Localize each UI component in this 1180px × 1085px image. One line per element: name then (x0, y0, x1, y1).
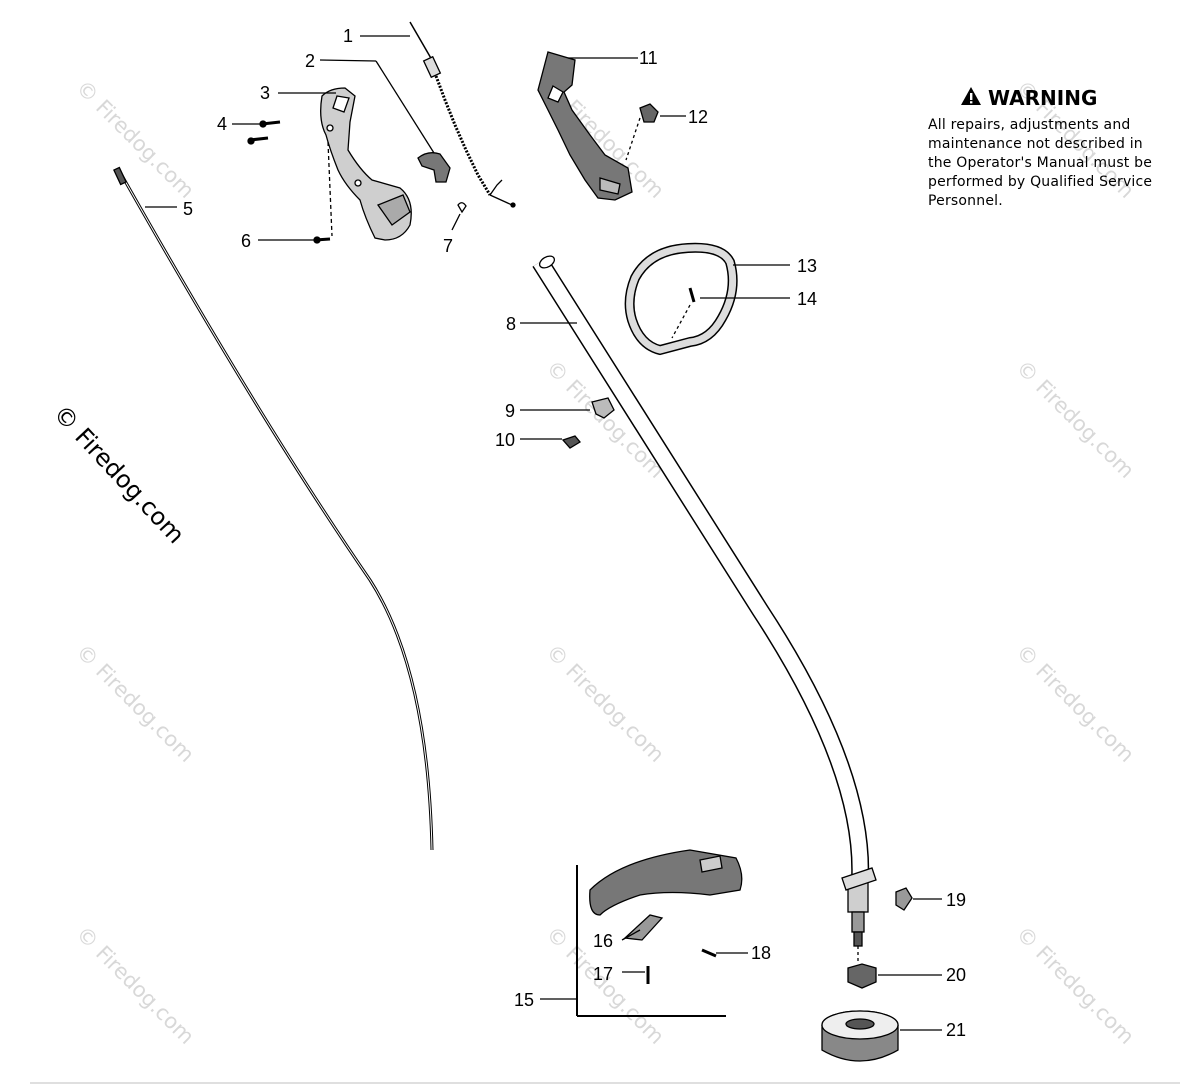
warning-line: maintenance not described in (928, 136, 1143, 152)
callout-9: 9 (505, 401, 516, 421)
callout-14: 14 (797, 289, 818, 309)
callout-18: 18 (751, 943, 772, 963)
callout-7: 7 (443, 236, 454, 256)
part-trigger (375, 60, 451, 183)
warning-heading: WARNING (960, 86, 1178, 110)
callout-8: 8 (506, 314, 517, 334)
part-trimmer-head (821, 1010, 942, 1062)
warning-box: WARNING All repairs, adjustments and mai… (928, 86, 1178, 211)
warning-line: All repairs, adjustments and (928, 117, 1131, 133)
part-guard-kit (540, 849, 743, 1017)
part-drive-shaft (113, 166, 434, 851)
part-handle-cover (537, 51, 638, 201)
callout-17: 17 (593, 964, 614, 984)
part-throttle-cable (409, 21, 516, 208)
part-clamp-19 (895, 887, 942, 911)
part-nut-20 (847, 963, 942, 989)
callout-19: 19 (946, 890, 967, 910)
callout-15: 15 (514, 990, 535, 1010)
part-handle-housing (278, 87, 412, 241)
callout-2: 2 (305, 51, 316, 71)
part-shaft-end (841, 867, 877, 962)
callout-13: 13 (797, 256, 818, 276)
warning-title: WARNING (988, 86, 1098, 110)
warning-icon (960, 86, 982, 110)
callout-21: 21 (946, 1020, 967, 1040)
part-clip-7 (451, 202, 467, 231)
callout-5: 5 (183, 199, 194, 219)
part-screw-6 (258, 141, 333, 244)
part-assist-handle (624, 242, 790, 356)
callout-10: 10 (495, 430, 516, 450)
part-bolt-18 (701, 948, 748, 958)
part-clamp-9 (520, 397, 615, 419)
callout-3: 3 (260, 83, 271, 103)
callout-11: 11 (639, 48, 658, 68)
warning-line: performed by Qualified Service (928, 174, 1153, 190)
part-nut-12 (625, 103, 686, 161)
part-screws-4 (232, 120, 281, 145)
part-screw-10 (520, 435, 581, 449)
callout-20: 20 (946, 965, 967, 985)
callout-6: 6 (241, 231, 252, 251)
part-line-cutter (621, 914, 664, 941)
warning-line: Personnel. (928, 193, 1003, 209)
warning-text: All repairs, adjustments and maintenance… (928, 116, 1178, 211)
callout-1: 1 (343, 26, 354, 46)
warning-line: the Operator's Manual must be (928, 155, 1153, 171)
callout-16: 16 (593, 931, 614, 951)
callout-4: 4 (217, 114, 228, 134)
part-screw-17 (622, 966, 650, 984)
part-drive-tube (520, 255, 870, 881)
callout-12: 12 (688, 107, 709, 127)
